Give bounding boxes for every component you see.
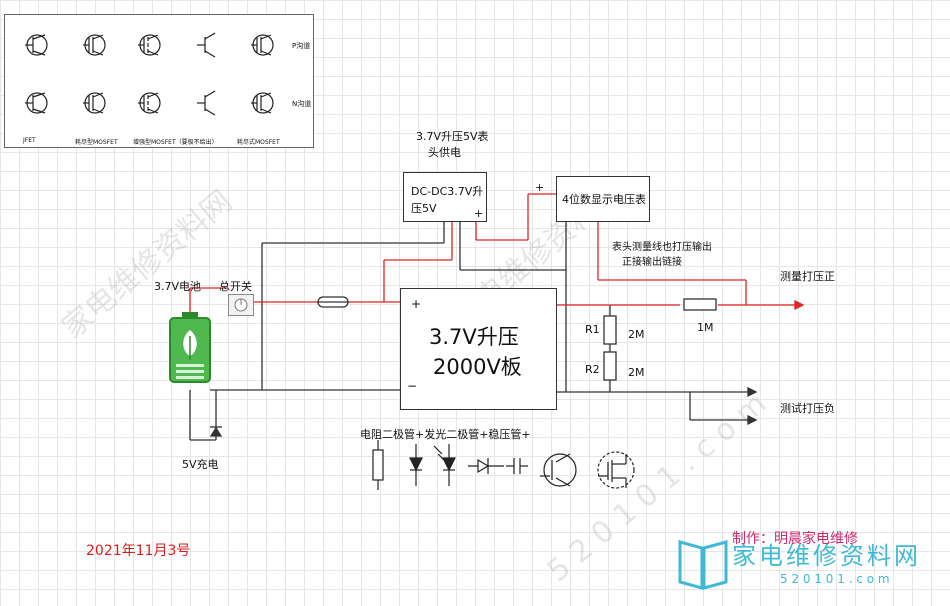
r2-label: R2 <box>585 363 600 376</box>
converter-note-line1: 3.7V升压5V表 <box>416 130 489 143</box>
mosfet-symbol-icon <box>597 451 635 489</box>
meter-note-line2: 正接输出链接 <box>622 257 682 268</box>
switch-icon <box>228 294 254 316</box>
dcdc-label-line2: 压5V <box>411 202 437 215</box>
charge-diode-icon <box>209 426 223 437</box>
output-positive-label: 测量打压正 <box>780 270 835 283</box>
dcdc-label-line1: DC-DC3.7V升 <box>411 185 484 198</box>
resistor-symbol-icon <box>372 440 384 490</box>
voltmeter-label: 4位数显示电压表 <box>562 193 646 206</box>
battery-icon <box>168 312 212 384</box>
voltmeter-plus: + <box>535 181 545 194</box>
r2-value: 2M <box>628 366 645 379</box>
date-label: 2021年11月3号 <box>86 543 191 559</box>
legend-col-label: 增强型MOSFET（要极不给出） <box>133 139 218 146</box>
charge-label: 5V充电 <box>182 458 219 471</box>
legend-col-label: JFET <box>23 137 36 144</box>
r1-value: 2M <box>628 328 645 341</box>
board-plus: + <box>411 297 422 311</box>
site-logo: 家电维修资料网 5 2 0 1 0 1 . c o m <box>670 530 945 602</box>
switch-label: 总开关 <box>219 280 252 293</box>
legend-col-label: 耗尽式MOSFET <box>237 139 280 146</box>
board-minus: − <box>407 379 418 393</box>
meter-note-line1: 表头测量线也打压输出 <box>612 242 712 253</box>
zener-symbol-icon <box>468 458 504 474</box>
diode-symbol-icon <box>409 444 423 486</box>
legend-row1-label: P沟道 <box>292 42 311 50</box>
resistor-1m-icon <box>683 298 717 311</box>
transistor-legend-panel: P沟道 N沟道 JFET 耗尽型MOSFET 增强型MOSFET（要极不给出） … <box>4 14 314 148</box>
output-negative-label: 测试打压负 <box>780 402 835 415</box>
logo-text: 家电维修资料网 <box>732 542 921 570</box>
led-symbol-icon <box>433 444 456 486</box>
dcdc-converter-box: DC-DC3.7V升 压5V + <box>403 172 487 222</box>
credit-label: 制作：明晨家电维修 <box>732 531 858 547</box>
resistor-r2-icon <box>603 351 617 381</box>
legend-row2-label: N沟道 <box>292 100 312 108</box>
boost-board-box: + − 3.7V升压 2000V板 <box>400 288 557 410</box>
board-title-line1: 3.7V升压 <box>429 325 519 349</box>
components-caption: 电阻二极管+发光二极管+稳压管+ <box>360 428 531 441</box>
component-symbols <box>372 440 635 490</box>
resistor-r1-icon <box>603 315 617 345</box>
transistor-symbols <box>25 32 274 116</box>
series-resistor-value: 1M <box>697 321 714 334</box>
igbt-symbol-icon <box>540 453 577 487</box>
arrow-output-negative <box>747 386 758 398</box>
arrow-output-negative-2 <box>747 414 758 426</box>
r1-label: R1 <box>585 323 600 336</box>
arrow-output-positive <box>794 299 805 311</box>
book-logo-icon <box>678 540 728 590</box>
dcdc-plus: + <box>474 207 484 220</box>
battery-label: 3.7V电池 <box>154 280 202 293</box>
logo-url: 5 2 0 1 0 1 . c o m <box>780 572 890 586</box>
legend-col-label: 耗尽型MOSFET <box>75 139 118 146</box>
voltmeter-box: 4位数显示电压表 <box>556 176 650 222</box>
converter-note-line2: 头供电 <box>428 146 461 159</box>
board-title-line2: 2000V板 <box>433 355 522 379</box>
capacitor-symbol-icon <box>506 458 528 474</box>
